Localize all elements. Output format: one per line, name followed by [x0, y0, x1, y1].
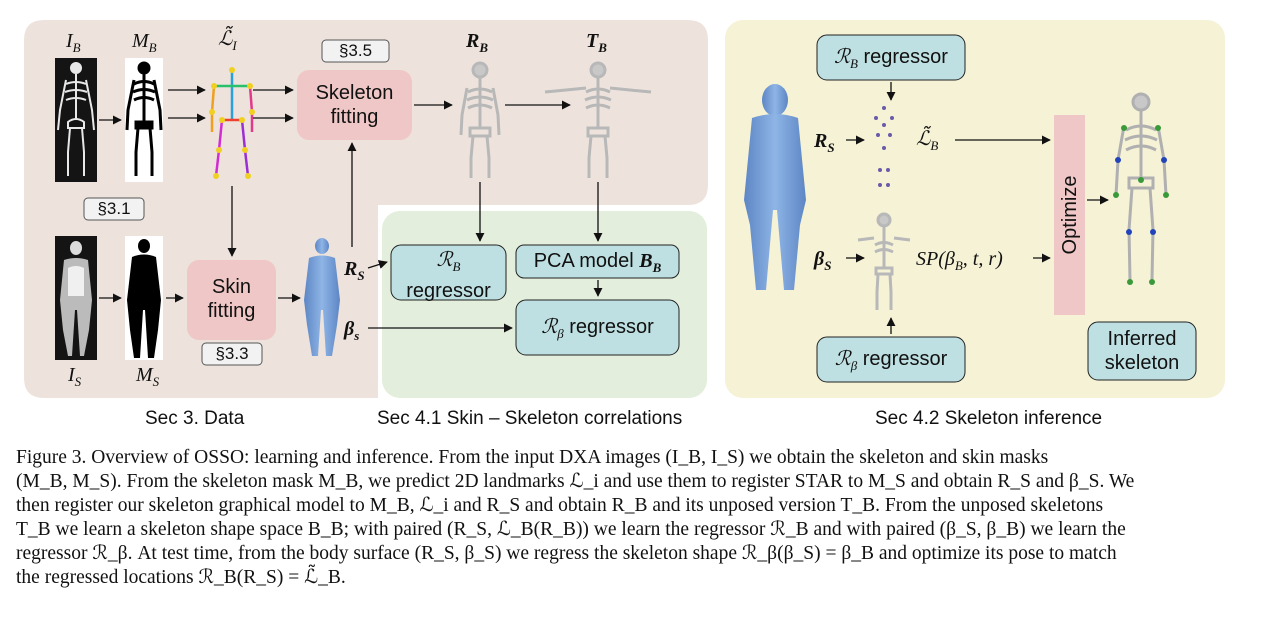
rb-regressor-box-1 — [390, 244, 507, 301]
ref-label-3-5: §3.5 — [338, 41, 373, 60]
ref-box-3-5 — [321, 39, 390, 63]
skeleton-fitting-box — [297, 70, 412, 140]
template-skeleton-icon — [857, 212, 911, 310]
figure-caption: Figure 3. Overview of OSSO: learning and… — [16, 446, 1268, 590]
label-li: ℒ̃I — [218, 28, 237, 53]
label-ib: IB — [66, 30, 81, 55]
caption-line: the regressed locations ℛ_B(R_S) = ℒ̃_B. — [16, 567, 346, 588]
rb-regressor-box-2 — [816, 34, 966, 81]
skeleton-mask-icon — [125, 61, 163, 176]
unposed-skeleton-tb-icon — [544, 61, 652, 178]
section-title-skin-skeleton: Sec 4.1 Skin – Skeleton correlations — [377, 408, 683, 429]
label-lb: ℒ̃B — [916, 128, 939, 153]
label-sp: SP(βB, t, r) — [916, 248, 1003, 273]
rb-regressor-label-1: ℛB regressor — [406, 249, 491, 302]
section-title-inference: Sec 4.2 Skeleton inference — [875, 408, 1103, 429]
rbeta-regressor-label-2: ℛβ regressor — [834, 348, 948, 373]
landmarks-graph-icon — [209, 67, 255, 179]
label-rb: RB — [466, 30, 489, 55]
rbeta-regressor-box-1 — [515, 299, 680, 356]
ref-label-3-3: §3.3 — [215, 344, 249, 363]
label-tb: TB — [586, 30, 607, 55]
dxa-bone-skeleton-icon — [57, 62, 95, 176]
inferred-skeleton-box — [1087, 321, 1197, 381]
inferred-skeleton-markers-icon — [1113, 125, 1169, 285]
optimize-box — [1054, 115, 1085, 315]
fitted-body-rs-icon — [304, 238, 340, 356]
ref-label-3-1: §3.1 — [97, 199, 131, 218]
caption-line: then register our skeleton graphical mod… — [16, 495, 1104, 516]
label-beta-s: βs — [344, 318, 360, 343]
skin-mask-body-icon — [127, 239, 161, 358]
dxa-skin-body-icon — [60, 241, 92, 356]
optimize-label: Optimize — [1059, 175, 1081, 255]
ref-box-3-1 — [83, 197, 145, 221]
pca-model-box — [515, 244, 680, 279]
label-is: IS — [68, 364, 82, 389]
posed-skeleton-rb-icon — [459, 61, 501, 178]
rbeta-regressor-label-1: ℛβ regressor — [541, 316, 654, 341]
rbeta-regressor-box-2 — [816, 336, 966, 383]
regressed-landmarks-icon — [874, 106, 894, 187]
section-title-data: Sec 3. Data — [145, 408, 245, 429]
ref-box-3-3 — [201, 342, 263, 366]
caption-line: T_B we learn a skeleton shape space B_B;… — [16, 519, 1126, 540]
inference-panel — [725, 20, 1225, 398]
caption-line: regressor ℛ_β. At test time, from the bo… — [16, 543, 1117, 564]
label-ms: MS — [136, 364, 160, 389]
label-mb: MB — [132, 30, 157, 55]
rb-regressor-label-2: ℛB regressor — [834, 46, 948, 71]
pca-model-label: PCA model BB — [533, 250, 662, 275]
skin-fitting-box — [187, 260, 276, 340]
caption-line: Figure 3. Overview of OSSO: learning and… — [16, 447, 1049, 468]
label-rs: RS — [344, 258, 365, 283]
caption-line: (M_B, M_S). From the skeleton mask M_B, … — [16, 471, 1135, 492]
label-beta-s-inference: βS — [814, 248, 832, 273]
label-rs-inference: RS — [814, 130, 835, 155]
figure-graphics — [24, 20, 1225, 398]
input-body-surface-icon — [744, 84, 806, 290]
